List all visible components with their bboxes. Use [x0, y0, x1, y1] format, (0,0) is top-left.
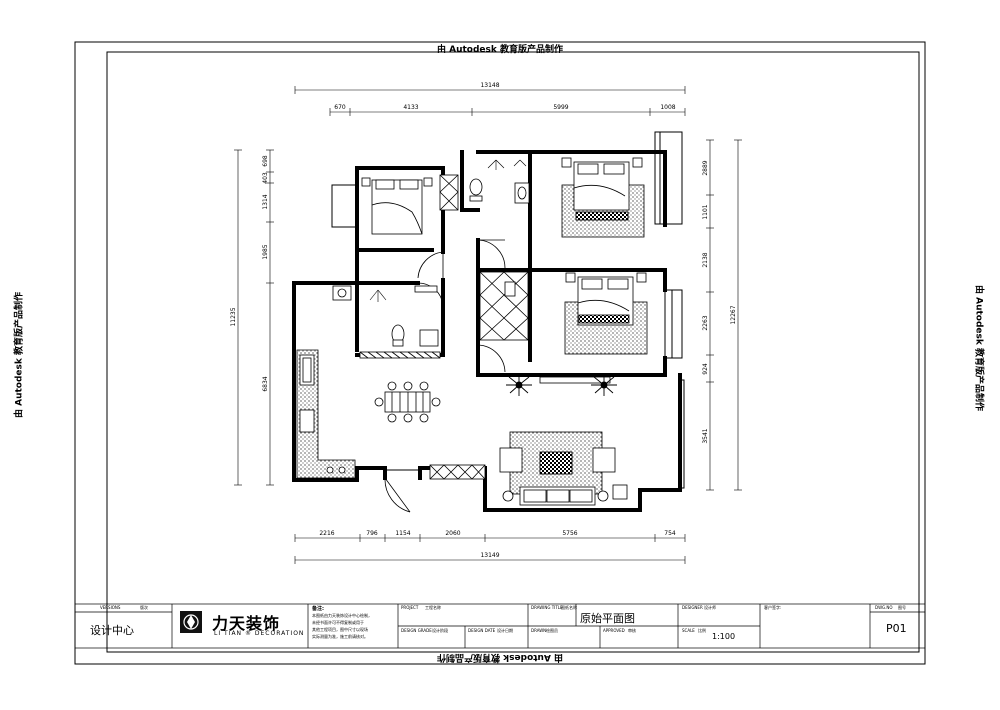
designer-label: DESIGNER: [682, 605, 703, 610]
kitchen-counter: [296, 349, 356, 479]
design-date-label: DESIGN DATE: [468, 628, 496, 633]
dim-left-seg: 403: [262, 172, 269, 184]
client-signature-label: 客户签字:: [764, 605, 782, 610]
sheet-frame: [74, 41, 926, 665]
dim-bottom-seg: 754: [664, 530, 676, 537]
dim-left-seg: 6834: [262, 376, 269, 391]
misc-fixtures: [414, 281, 516, 297]
dim-bottom-total: 13149: [480, 552, 499, 559]
windows: [331, 131, 685, 489]
drawn-value: 绘图员: [546, 628, 558, 633]
dimension-text: 13148 670 4133 5999 1008 2216 796 1154 2…: [230, 82, 737, 559]
design-center-label: 设计中心: [90, 624, 134, 637]
dim-right-seg: 2889: [702, 160, 709, 175]
wardrobes: [359, 174, 529, 480]
dwg-number: P01: [886, 622, 907, 635]
company-logo-icon: [180, 611, 202, 633]
dim-top-total: 13148: [480, 82, 499, 89]
bathroom-fixtures: [332, 159, 530, 347]
drawing-title: 原始平面图: [580, 612, 635, 625]
approved-value: 审核: [628, 628, 636, 633]
dim-bottom-seg: 2060: [445, 530, 460, 537]
bedroom-1-bed: [361, 177, 433, 235]
dim-bottom-seg: 2216: [319, 530, 334, 537]
second-bed: [564, 272, 648, 355]
dim-left-seg: 698: [262, 155, 269, 167]
watermark-top: 由 Autodesk 教育版产品制作: [436, 45, 563, 55]
drawing-title-label: DRAWING TITLE: [531, 605, 563, 610]
watermark-right: 由 Autodesk 教育版产品制作: [973, 284, 984, 412]
company-sub: LI TIAN ® DECORATION: [214, 630, 305, 637]
scale-value-label: 比例: [698, 628, 706, 633]
dim-top-seg: 5999: [553, 104, 568, 111]
notes-label: 备注:: [312, 606, 324, 612]
drawn-label: DRAWN: [531, 628, 547, 633]
dim-right-seg: 1101: [702, 204, 709, 219]
design-date-value: 设计日期: [497, 628, 513, 633]
notes-line: 其他工程项目，图中尺寸以现场: [312, 627, 368, 632]
version-label: VERSIONS: [100, 605, 121, 610]
dining-set: [374, 381, 441, 423]
dim-top-seg: 1008: [660, 104, 675, 111]
dim-right-seg: 924: [702, 363, 709, 375]
scale-value: 1:100: [712, 632, 736, 641]
version-value: 版次: [140, 605, 148, 610]
dim-right-seg: 3541: [702, 428, 709, 443]
company-name: 力天装饰: [212, 614, 281, 633]
living-room-set: [499, 376, 628, 506]
title-block-grid: [74, 603, 926, 649]
approved-label: APPROVED: [603, 628, 625, 633]
watermark-left: 由 Autodesk 教育版产品制作: [14, 291, 25, 419]
dwg-no-label: DWG.NO: [875, 605, 893, 610]
drawing-title-value: 图纸名称: [561, 605, 577, 610]
dim-bottom-seg: 796: [366, 530, 378, 537]
designer-value: 设计师: [704, 605, 716, 610]
dimension-lines: [234, 86, 742, 564]
project-label: PROJECT: [401, 605, 419, 610]
dim-right-total: 12267: [730, 305, 737, 324]
dwg-no-value-label: 图号: [898, 605, 906, 610]
dim-top-seg: 670: [334, 104, 346, 111]
project-value: 工程名称: [425, 605, 441, 610]
dim-right-seg: 2263: [702, 315, 709, 330]
dim-bottom-seg: 1154: [395, 530, 410, 537]
watermark-bottom: 由 Autodesk 教育版产品制作: [437, 652, 564, 662]
scale-label: SCALE: [682, 628, 695, 633]
dim-left-total: 11235: [230, 307, 237, 326]
dim-left-seg: 1985: [262, 244, 269, 259]
dim-right-seg: 2138: [702, 252, 709, 267]
dim-top-seg: 4133: [403, 104, 418, 111]
notes-line: 未经书面许可不得复制或用于: [312, 620, 364, 625]
doors: [384, 239, 506, 513]
dim-bottom-seg: 5756: [562, 530, 577, 537]
design-grade-label: DESIGN GRADE: [401, 628, 432, 633]
dim-left-seg: 1314: [262, 194, 269, 209]
plant-icon: [506, 373, 617, 396]
notes-line: 本图纸由力天装饰设计中心绘制，: [312, 613, 372, 618]
master-bed: [561, 157, 645, 238]
notes-line: 实际测量为准，施工前请核对。: [312, 634, 368, 639]
design-grade-value: 设计阶段: [432, 628, 448, 633]
